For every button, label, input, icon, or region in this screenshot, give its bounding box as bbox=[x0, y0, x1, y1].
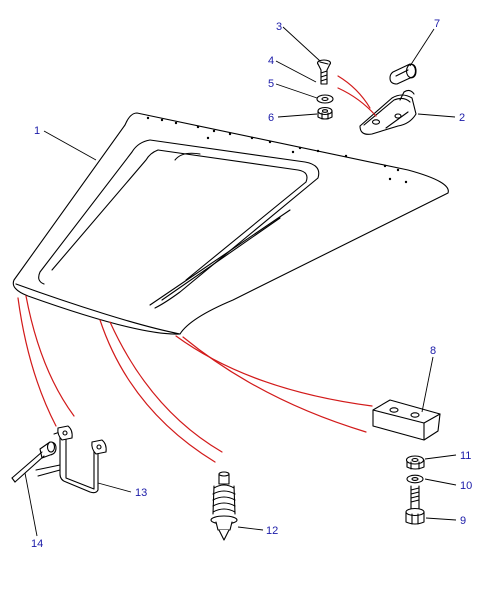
callout-3: 3 bbox=[276, 21, 282, 33]
part-8-buffer-block bbox=[372, 399, 441, 441]
callout-5: 5 bbox=[268, 78, 274, 90]
part-13-prop-bracket bbox=[35, 425, 107, 494]
part-9-bolt bbox=[405, 485, 425, 525]
part-1-bonnet-panel bbox=[12, 112, 449, 335]
part-5-washer bbox=[316, 94, 334, 104]
callout-7: 7 bbox=[434, 18, 440, 30]
part-10-washer bbox=[406, 474, 424, 484]
leader-lines bbox=[24, 26, 457, 537]
callout-1: 1 bbox=[34, 125, 40, 137]
part-7-hinge-bush bbox=[389, 63, 417, 85]
part-6-nut bbox=[317, 106, 333, 120]
part-14-rivet bbox=[11, 441, 57, 483]
callout-12: 12 bbox=[266, 525, 278, 537]
callout-11: 11 bbox=[460, 450, 471, 462]
callout-labels: 1 2 3 4 5 6 7 8 9 10 11 12 13 14 bbox=[31, 18, 472, 550]
callout-2: 2 bbox=[459, 112, 465, 124]
callout-8: 8 bbox=[430, 345, 436, 357]
callout-14: 14 bbox=[31, 538, 43, 550]
part-11-nut bbox=[405, 455, 425, 470]
callout-6: 6 bbox=[268, 112, 274, 124]
fitment-lines bbox=[17, 75, 377, 463]
part-2-hinge-bracket bbox=[359, 89, 417, 135]
callout-9: 9 bbox=[460, 515, 466, 527]
callout-4: 4 bbox=[268, 55, 274, 67]
callout-13: 13 bbox=[135, 487, 147, 499]
callout-10: 10 bbox=[460, 480, 472, 492]
hinge-holes bbox=[146, 116, 408, 184]
part-3-screw bbox=[316, 59, 332, 85]
part-12-spring-buffer bbox=[210, 471, 238, 541]
